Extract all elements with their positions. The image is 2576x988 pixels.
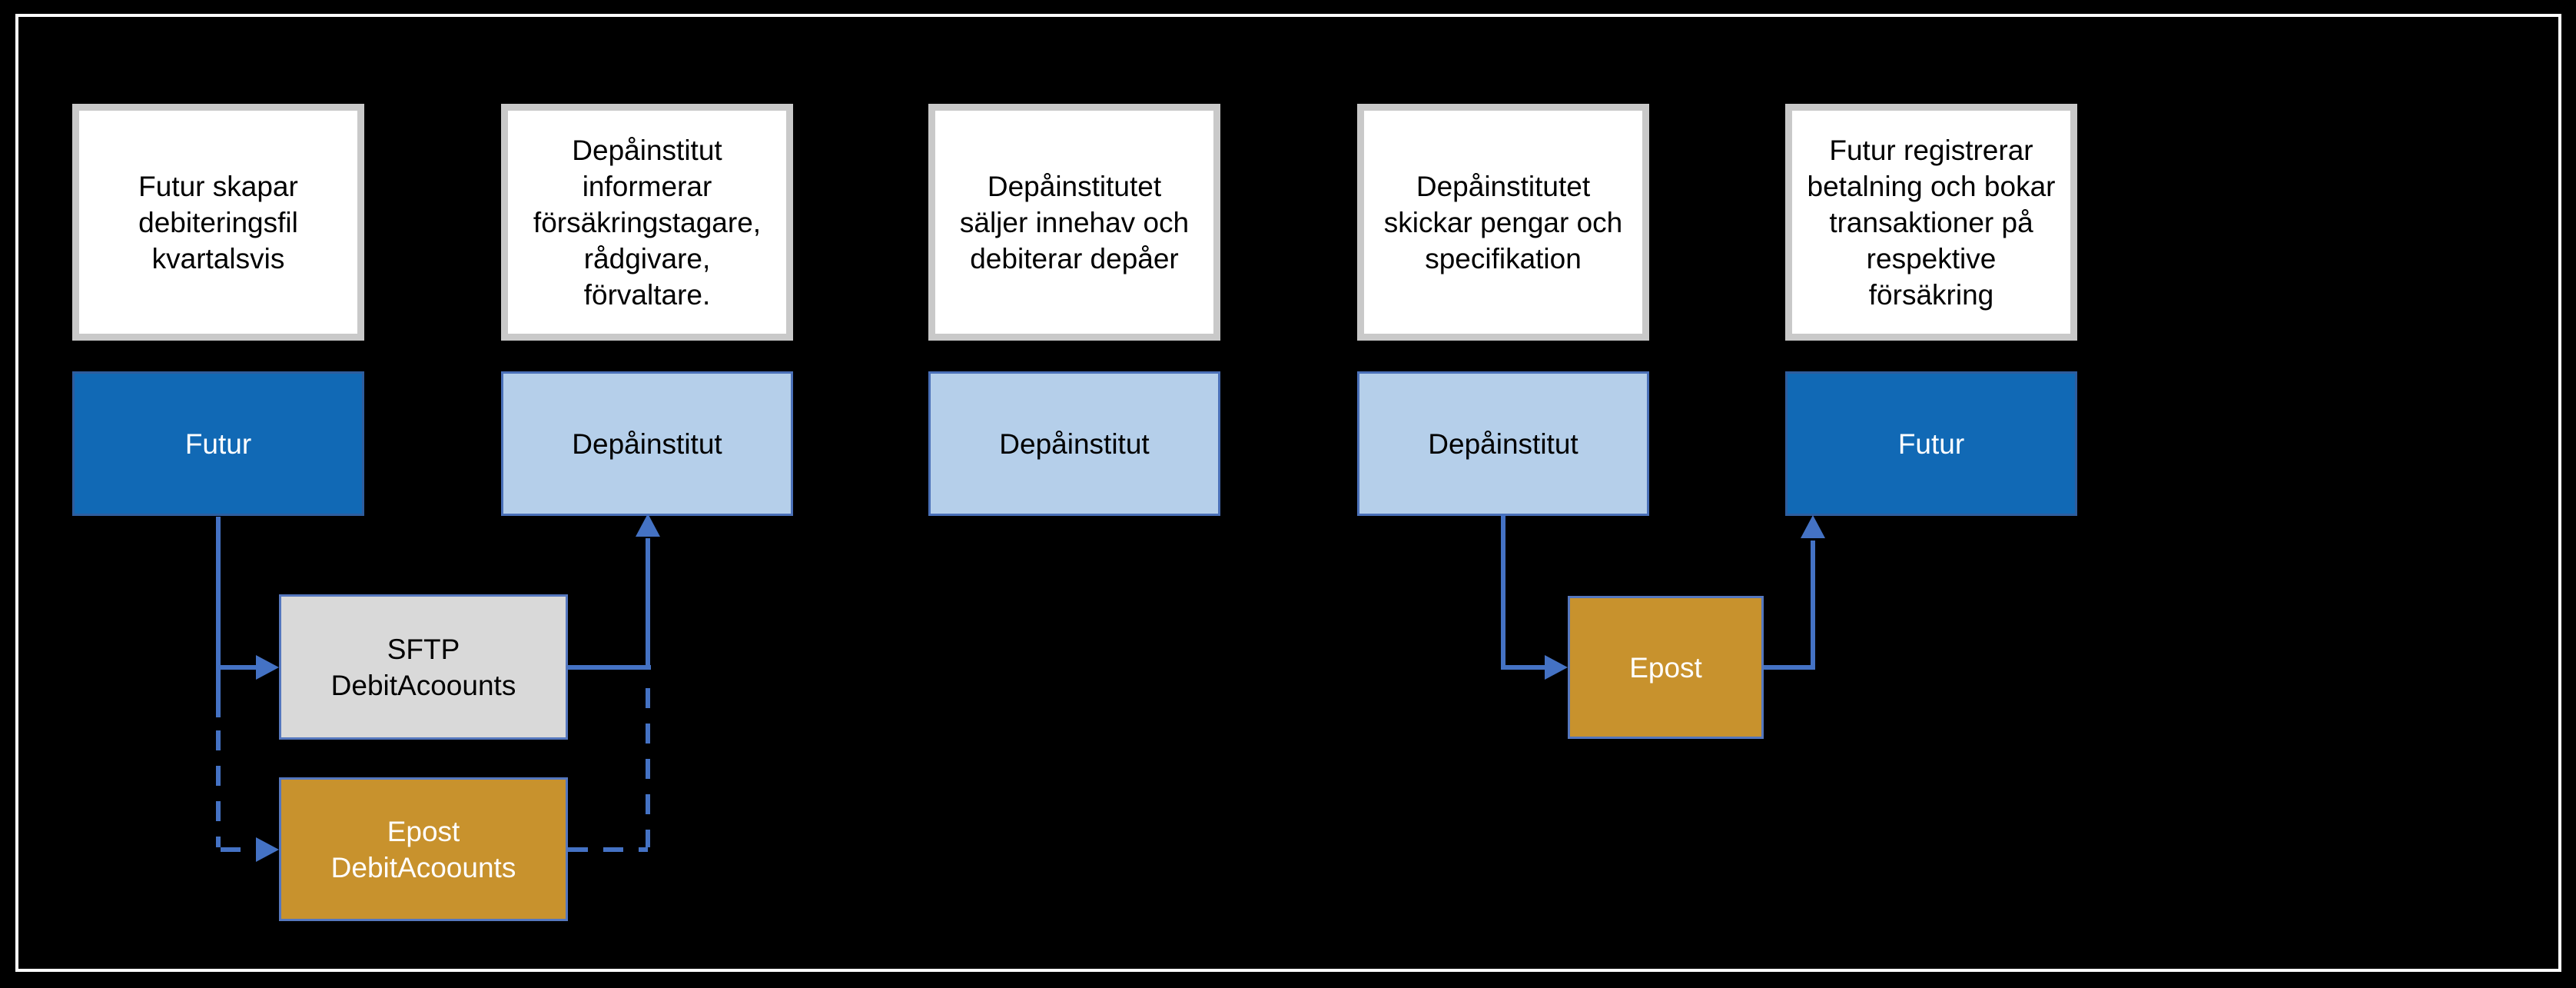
note-box-futur-registrerar: Futur registrerar betalning och bokar tr…: [1785, 104, 2077, 341]
arrowhead-into-futur5: [1801, 515, 1825, 538]
channel-box-epost: Epost: [1568, 596, 1764, 739]
connector-up-to-depainstitut2: [646, 538, 650, 670]
actor-label: Depåinstitut: [1428, 427, 1578, 460]
connector-depainstitut4-down: [1501, 514, 1505, 668]
channel-box-sftp-debitacoounts: SFTP DebitAcoounts: [279, 594, 568, 740]
connector-futur-down-solid: [216, 517, 221, 670]
note-text: Depåinstitutet skickar pengar och specif…: [1383, 170, 1623, 274]
slide-frame: [15, 14, 2561, 972]
arrowhead-into-sftp: [256, 655, 279, 680]
channel-box-epost-debitacoounts: Epost DebitAcoounts: [279, 777, 568, 921]
connector-futur-to-sftp: [221, 665, 256, 670]
note-box-futur-skapar: Futur skapar debiteringsfil kvartalsvis: [72, 104, 364, 341]
actor-label: Futur: [184, 427, 252, 460]
actor-label: Depåinstitut: [572, 427, 722, 460]
arrowhead-into-epost: [1545, 655, 1568, 680]
actor-box-futur-1: Futur: [72, 371, 364, 516]
actor-box-depainstitut-4: Depåinstitut: [1357, 371, 1649, 516]
actor-box-depainstitut-3: Depåinstitut: [928, 371, 1220, 516]
actor-box-depainstitut-2: Depåinstitut: [501, 371, 793, 516]
note-box-depainstitut-informerar: Depåinstitut informerar försäkringstagar…: [501, 104, 793, 341]
connector-futur-to-epostdebit-dashed: [221, 847, 254, 852]
channel-label: SFTP DebitAcoounts: [330, 633, 516, 701]
actor-box-futur-5: Futur: [1785, 371, 2077, 516]
actor-label: Futur: [1897, 427, 1965, 460]
actor-label: Depåinstitut: [999, 427, 1150, 460]
connector-epostdebit-out-dashed: [568, 847, 648, 852]
note-text: Futur registrerar betalning och bokar tr…: [1807, 134, 2056, 311]
note-text: Futur skapar debiteringsfil kvartalsvis: [138, 170, 298, 274]
note-text: Depåinstitut informerar försäkringstagar…: [533, 134, 762, 311]
note-text: Depåinstitutet säljer innehav och debite…: [959, 170, 1190, 274]
arrowhead-into-depainstitut2: [636, 514, 660, 537]
connector-epost-out: [1764, 665, 1815, 670]
connector-sftp-out: [568, 665, 651, 670]
connector-to-epost: [1501, 665, 1545, 670]
note-box-depainstitutet-skickar: Depåinstitutet skickar pengar och specif…: [1357, 104, 1649, 341]
connector-up-to-futur5: [1811, 541, 1815, 670]
connector-up-dashed: [646, 688, 650, 847]
channel-label: Epost: [1629, 651, 1702, 684]
connector-futur-down-dashed: [216, 730, 221, 847]
note-box-depainstitutet-saljer: Depåinstitutet säljer innehav och debite…: [928, 104, 1220, 341]
connector-futur-down-stub: [216, 670, 221, 717]
channel-label: Epost DebitAcoounts: [330, 815, 516, 883]
arrowhead-into-epost-debitacoounts: [256, 837, 279, 862]
